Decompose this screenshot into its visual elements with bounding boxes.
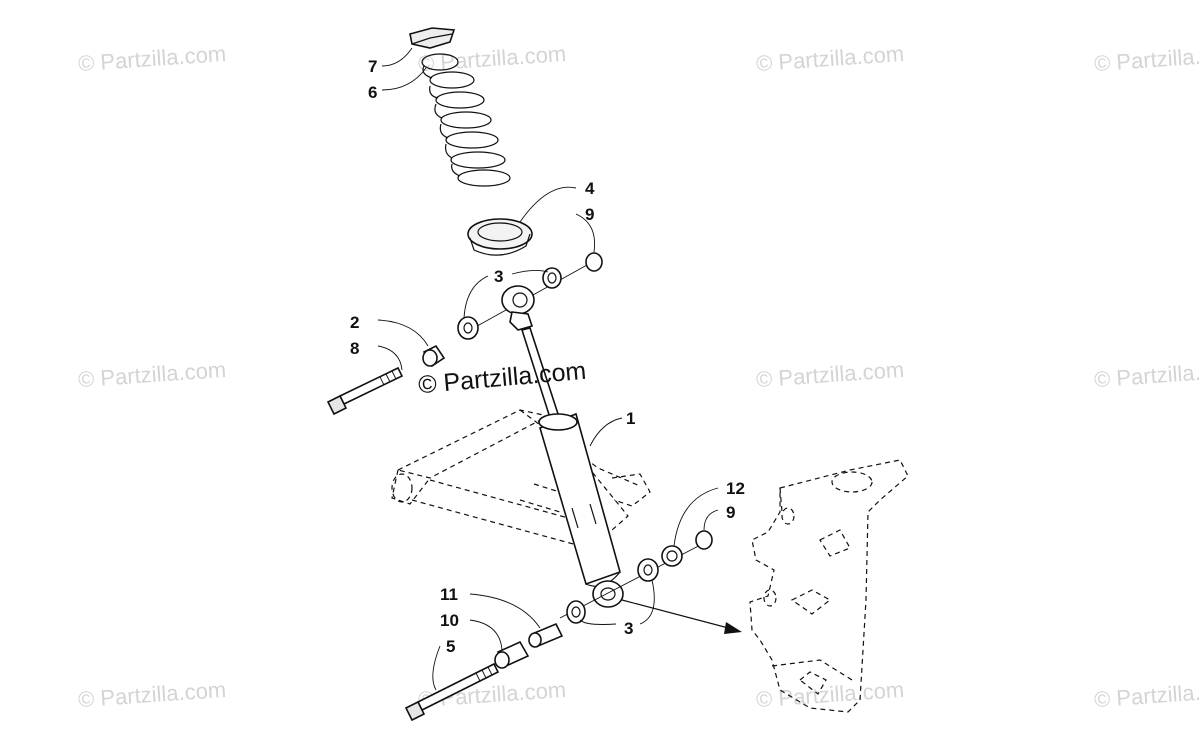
callout-9-upper: 9 bbox=[585, 205, 594, 224]
callout-10: 10 bbox=[440, 611, 459, 630]
callout-2: 2 bbox=[350, 313, 359, 332]
callout-12: 12 bbox=[726, 479, 745, 498]
callout-5: 5 bbox=[446, 637, 455, 656]
upper-mount-hardware bbox=[422, 252, 603, 368]
spring-seat bbox=[467, 218, 533, 256]
coil-spring bbox=[421, 53, 511, 187]
callout-labels: 7 6 4 9 3 2 8 1 12 9 11 10 3 5 bbox=[350, 57, 745, 656]
direction-arrow bbox=[621, 599, 742, 634]
callout-3-lower: 3 bbox=[624, 619, 633, 638]
callout-6: 6 bbox=[368, 83, 377, 102]
spindle-knuckle-reference bbox=[749, 459, 909, 713]
lower-bolt bbox=[404, 662, 500, 722]
lower-mount-hardware bbox=[494, 530, 713, 669]
callout-11: 11 bbox=[440, 585, 458, 604]
spring-cap bbox=[409, 27, 456, 49]
shock-absorber bbox=[520, 327, 624, 608]
callout-9-lower: 9 bbox=[726, 503, 735, 522]
callout-8: 8 bbox=[350, 339, 359, 358]
a-arm-reference bbox=[391, 409, 651, 549]
callout-1: 1 bbox=[626, 409, 635, 428]
leader-lines bbox=[377, 47, 719, 691]
callout-4: 4 bbox=[585, 179, 595, 198]
callout-3-upper: 3 bbox=[494, 267, 503, 286]
upper-bolt bbox=[326, 366, 404, 416]
callout-7: 7 bbox=[368, 57, 377, 76]
